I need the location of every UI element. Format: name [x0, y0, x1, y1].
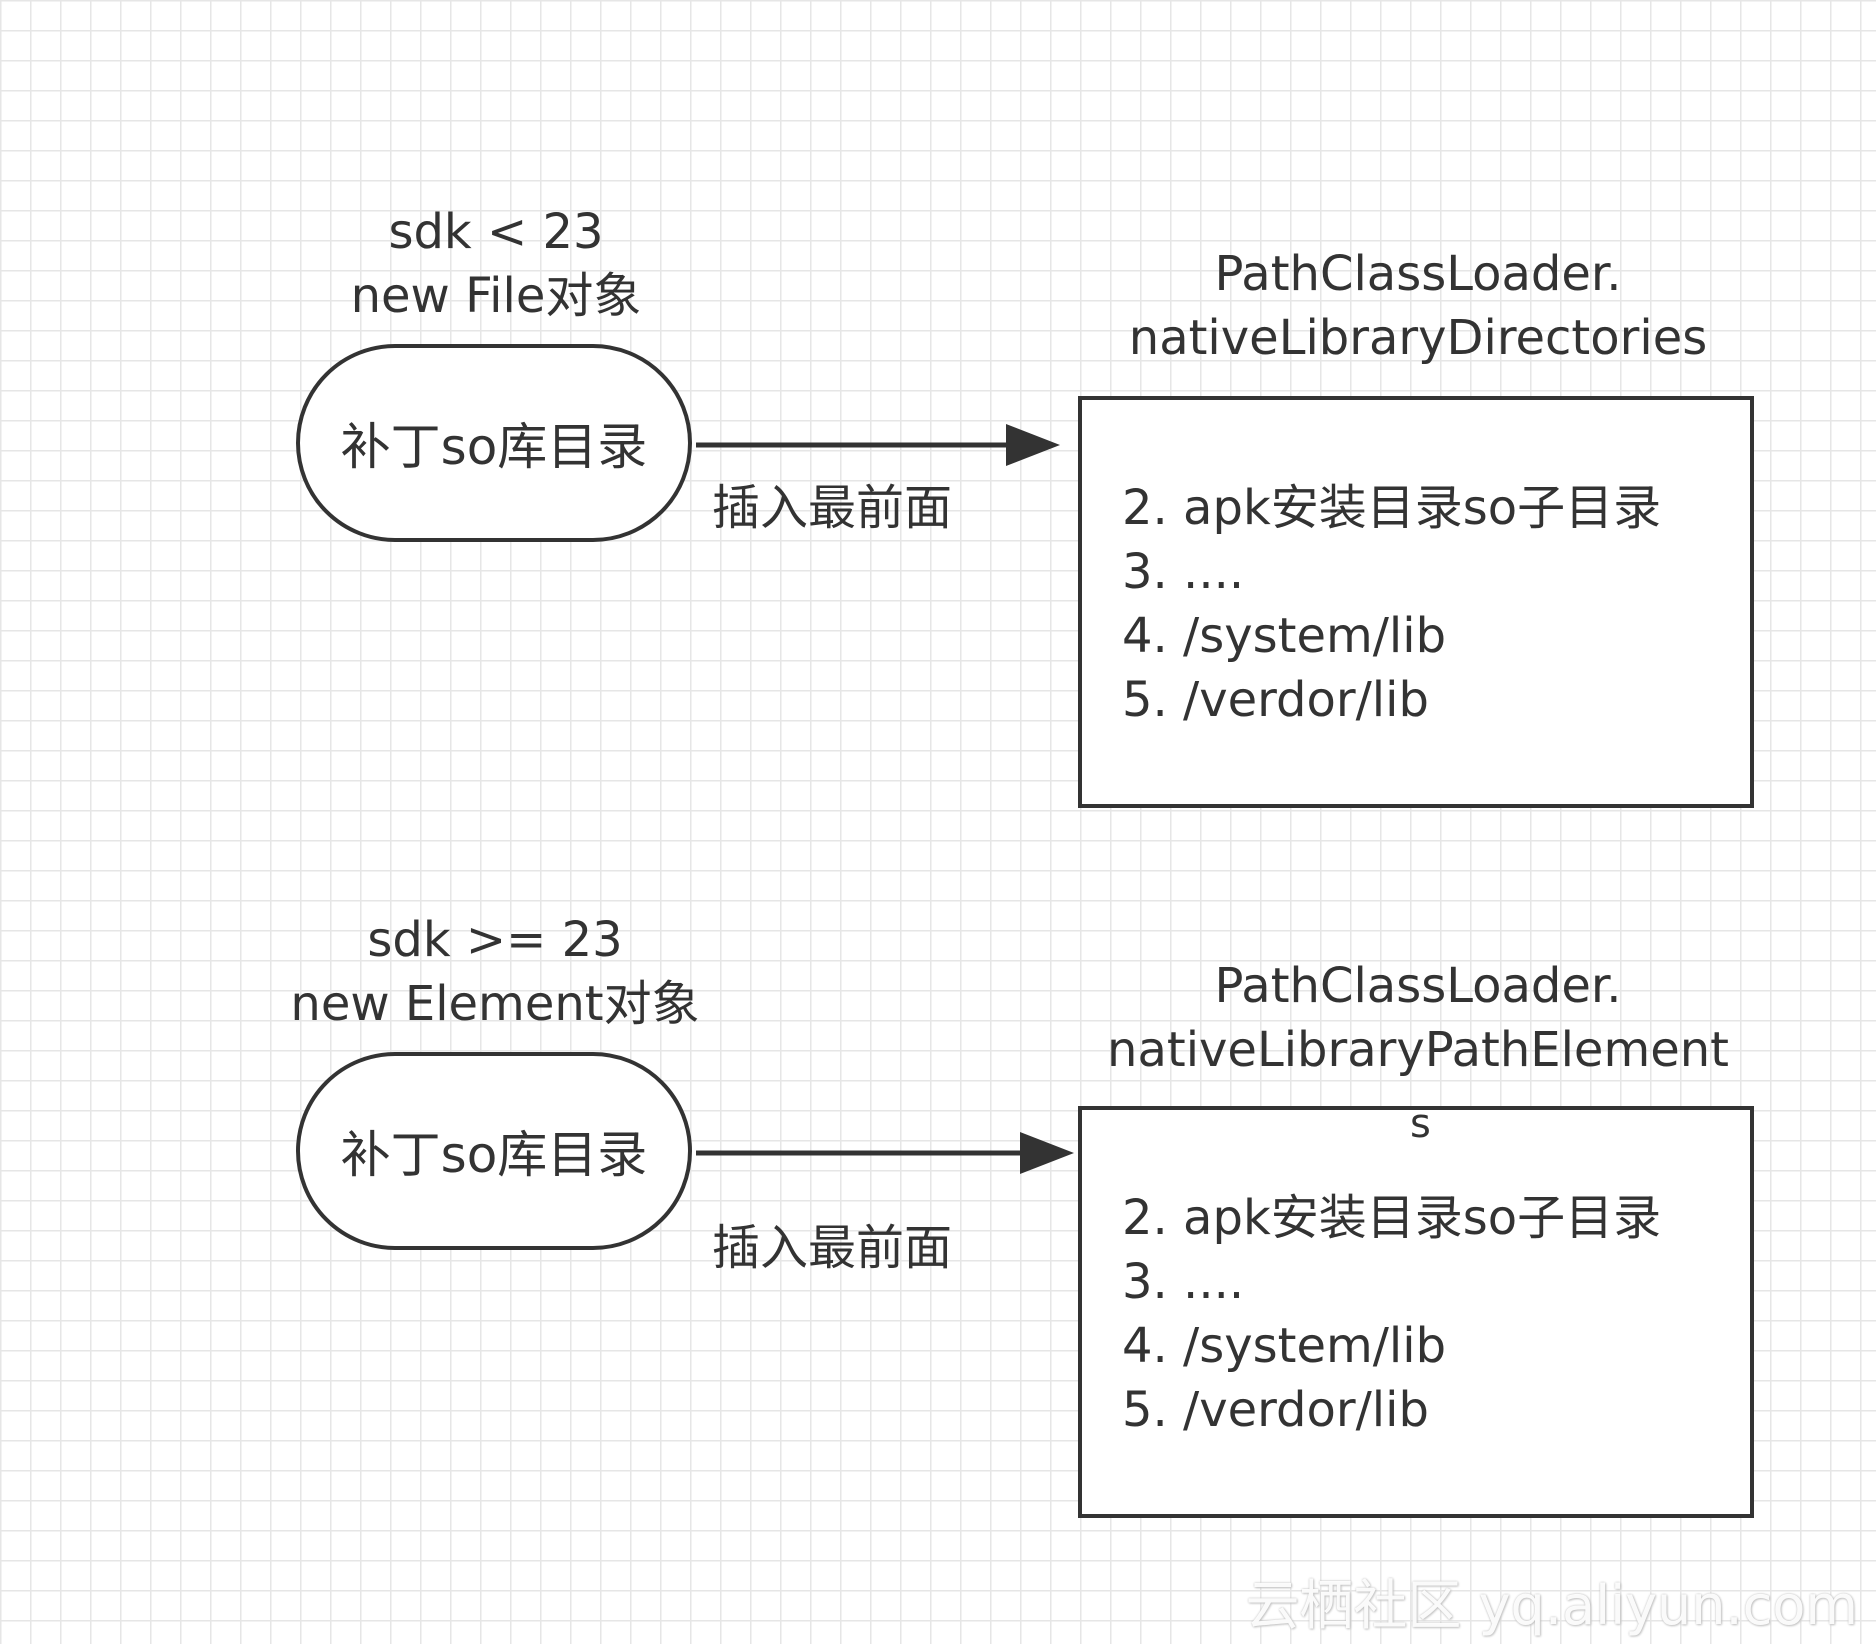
bottom-target-item: 3. .... — [1122, 1254, 1245, 1310]
bottom-edge-label: 插入最前面 — [712, 1220, 953, 1276]
bottom-condition-label: sdk >= 23 — [367, 912, 623, 968]
bottom-target-item: 5. /verdor/lib — [1122, 1382, 1429, 1438]
watermark: 云栖社区 yq.aliyun.com — [1245, 1574, 1858, 1637]
top-target-title-line1: PathClassLoader. — [1214, 246, 1622, 302]
top-object-type-label: new File对象 — [350, 268, 642, 324]
top-condition-label: sdk < 23 — [388, 204, 604, 260]
bottom-arrowhead-icon — [1020, 1132, 1074, 1174]
bottom-target-title-line1: PathClassLoader. — [1214, 958, 1622, 1014]
bottom-condition-caption: sdk >= 23 new Element对象 — [260, 908, 730, 1036]
top-target-item: 3. .... — [1122, 544, 1245, 600]
top-target-title: PathClassLoader. nativeLibraryDirectorie… — [1080, 242, 1756, 370]
top-target-item: 5. /verdor/lib — [1122, 672, 1429, 728]
top-arrowhead-icon — [1006, 424, 1060, 466]
bottom-source-node-label: 补丁so库目录 — [340, 1126, 648, 1184]
bottom-source-node[interactable]: 补丁so库目录 — [296, 1052, 692, 1250]
bottom-target-box[interactable]: 2. apk安装目录so子目录 3. .... 4. /system/lib 5… — [1078, 1106, 1754, 1518]
top-target-title-line2: nativeLibraryDirectories — [1128, 310, 1708, 366]
top-condition-caption: sdk < 23 new File对象 — [296, 200, 696, 328]
top-source-node[interactable]: 补丁so库目录 — [296, 344, 692, 542]
top-edge-label: 插入最前面 — [712, 480, 953, 536]
top-target-item: 2. apk安装目录so子目录 — [1122, 480, 1662, 536]
bottom-target-item: 2. apk安装目录so子目录 — [1122, 1190, 1662, 1246]
top-target-item: 4. /system/lib — [1122, 608, 1447, 664]
top-connector-arrow — [696, 424, 1060, 466]
bottom-object-type-label: new Element对象 — [290, 976, 700, 1032]
top-target-box[interactable]: 2. apk安装目录so子目录 3. .... 4. /system/lib 5… — [1078, 396, 1754, 808]
bottom-target-item: 4. /system/lib — [1122, 1318, 1447, 1374]
top-source-node-label: 补丁so库目录 — [340, 418, 648, 476]
bottom-target-title-overflow: s — [1410, 1101, 1431, 1147]
bottom-target-title: PathClassLoader. nativeLibraryPathElemen… — [1080, 954, 1756, 1082]
bottom-target-title-line2: nativeLibraryPathElement — [1107, 1022, 1729, 1078]
bottom-connector-arrow — [696, 1132, 1074, 1174]
